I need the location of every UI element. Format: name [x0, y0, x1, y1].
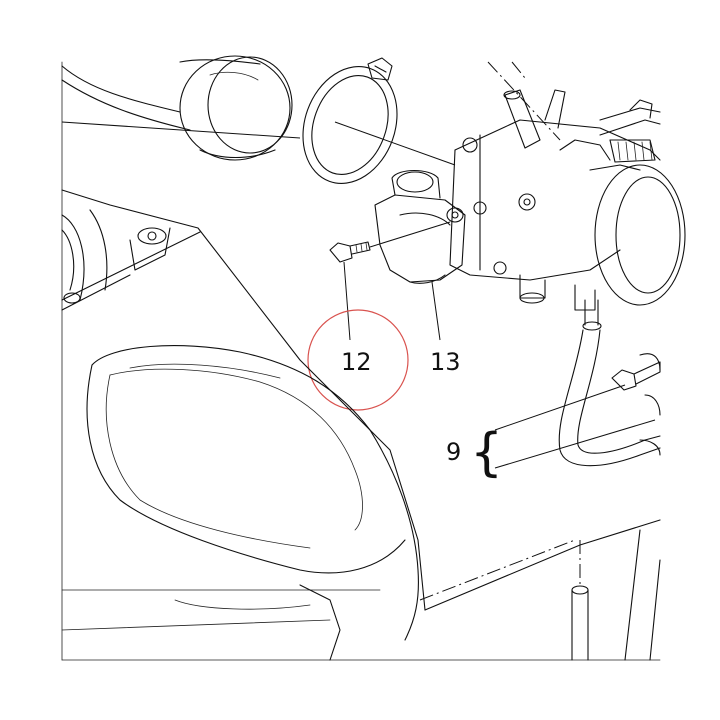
- leader-9b: [494, 419, 656, 469]
- frame-tube: [419, 519, 661, 661]
- reference-line-top-2: [511, 61, 526, 79]
- callout-13: 13: [430, 348, 461, 376]
- throttle-body: [449, 89, 686, 311]
- centreline-right: [334, 121, 456, 166]
- leader-12: [343, 261, 351, 341]
- airbox-housing: [61, 189, 426, 661]
- bolt-9: [611, 353, 661, 416]
- intake-duct: [61, 55, 293, 161]
- screw-axis-line: [369, 221, 451, 248]
- screw-12: [329, 241, 371, 263]
- hose-clamp: [302, 57, 398, 184]
- callout-9: 9: [446, 438, 461, 466]
- leader-9a: [494, 384, 626, 431]
- leader-13: [431, 281, 441, 341]
- callout-12: 12: [341, 348, 372, 376]
- centreline-left: [61, 121, 301, 139]
- vent-hose: [558, 299, 661, 467]
- reference-line-top: [487, 61, 561, 141]
- brace-9: {: [470, 423, 503, 483]
- drain-hose: [571, 540, 589, 661]
- highlight-circle-12: [307, 309, 409, 411]
- throttle-position-sensor: [374, 169, 466, 284]
